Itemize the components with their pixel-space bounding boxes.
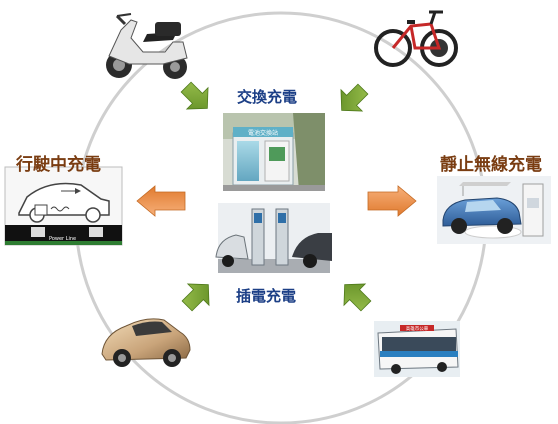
concept-car-image xyxy=(101,318,191,367)
battery-swap-label: 交換充電 xyxy=(237,88,298,106)
driving-charging-label: 行駛中充電 xyxy=(16,155,101,175)
arrow-from-bus xyxy=(343,283,372,312)
electric-bus-image: 高雄市公車 xyxy=(374,321,460,377)
stationary-wireless-label: 靜止無線充電 xyxy=(440,155,542,175)
bicycle-image xyxy=(374,10,458,67)
bus-sign-text: 高雄市公車 xyxy=(406,325,429,332)
arrow-to-left xyxy=(136,185,186,217)
plug-in-charging-image xyxy=(215,203,332,273)
driving-charging-image: Power Line xyxy=(4,166,123,246)
arrow-from-bicycle xyxy=(340,83,369,112)
plug-in-charging-label: 插電充電 xyxy=(236,287,297,305)
arrow-from-scooter xyxy=(180,81,209,110)
scooter-image xyxy=(106,13,188,79)
power-line-text: Power Line xyxy=(49,236,76,242)
stationary-wireless-image xyxy=(437,176,551,244)
arrow-from-car xyxy=(181,283,210,312)
battery-swap-station-image: 電池交換站 xyxy=(223,113,325,191)
arrow-to-right xyxy=(367,185,417,217)
station-sign-text: 電池交換站 xyxy=(248,129,278,137)
